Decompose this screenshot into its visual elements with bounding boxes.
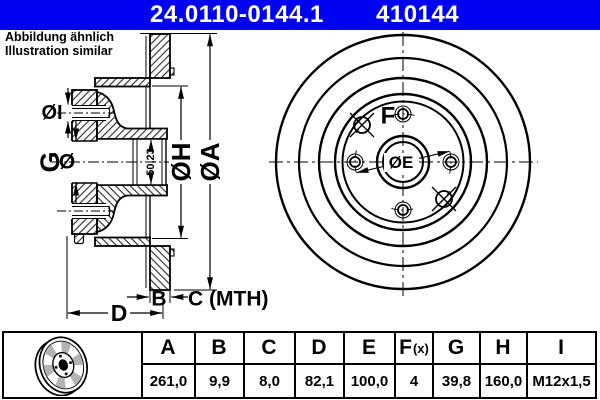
similarity-note-de: Abbildung ähnlich (5, 30, 115, 44)
label-dia-i: ØI (41, 102, 62, 124)
center-bore-outer (375, 134, 431, 190)
col-header-i: I (528, 333, 595, 363)
label-f: F (381, 103, 396, 130)
value-e: 100,0 (345, 365, 394, 397)
dimension-h: ØH (152, 85, 196, 239)
ring-notch (168, 67, 175, 76)
disc-shading (42, 341, 84, 389)
col-header-h-label: H (495, 336, 511, 359)
disc-outer-edge (274, 33, 532, 291)
label-g: G (35, 151, 65, 172)
label-dia-a: ØA (195, 142, 225, 181)
value-h: 160,0 (481, 365, 526, 397)
col-header-e: E (345, 333, 394, 363)
dimension-i: ØI (41, 88, 71, 138)
dimension-bore: 50,23 (145, 139, 157, 185)
col-header-e-label: E (361, 336, 376, 359)
technical-drawing: ØI G Ø 50,23 ØH (35, 32, 538, 326)
value-a: 261,0 (143, 365, 194, 397)
reference-number: 410144 (376, 1, 460, 28)
catalog-number: 24.0110-0144.1 (150, 1, 324, 28)
col-header-f: F(x) (396, 333, 432, 363)
col-header-g-label: G (447, 336, 465, 359)
drum-outer-edge (317, 76, 489, 248)
hub-flange-chamfer (341, 100, 465, 224)
col-header-a: A (143, 333, 194, 363)
center-bore-inner (382, 141, 424, 183)
friction-ring (149, 33, 171, 79)
label-d: D (111, 300, 128, 326)
section-view: ØI G Ø 50,23 ØH (35, 33, 268, 326)
col-header-f-sub: (x) (412, 340, 429, 356)
value-d: 82,1 (296, 365, 343, 397)
brake-disc-icon-cell (4, 333, 141, 397)
col-header-g: G (434, 333, 479, 363)
bolt-circle-arcs (354, 113, 452, 211)
col-header-a-label: A (160, 336, 176, 359)
col-header-c: C (245, 333, 294, 363)
dimensions-table: A B C D E F(x) G H I 261,0 9,9 8,0 82,1 … (2, 331, 597, 399)
label-dia-h: ØH (166, 143, 196, 182)
label-c-mth: C (MTH) (188, 288, 268, 311)
dimension-e: ØE (356, 150, 450, 174)
drum-wall (94, 77, 151, 88)
brake-disc-icon (34, 336, 88, 396)
label-dia-e: ØE (389, 153, 414, 172)
value-b: 9,9 (196, 365, 243, 397)
front-view: ØE F (269, 32, 538, 296)
value-g: 39,8 (434, 365, 479, 397)
value-i: M12x1,5 (528, 365, 595, 397)
col-header-i-label: I (558, 336, 564, 359)
label-b: B (151, 288, 166, 311)
hub-body (96, 90, 168, 140)
flange-lug (73, 233, 85, 245)
dimension-g: G Ø (35, 121, 79, 203)
col-header-f-label: F (399, 336, 412, 359)
dimension-b: B C (MTH) (127, 288, 268, 311)
col-header-c-label: C (261, 336, 277, 359)
similarity-note: Abbildung ähnlich Illustration similar (5, 30, 115, 58)
col-header-b: B (196, 333, 243, 363)
col-header-h: H (481, 333, 526, 363)
dimension-d: D (66, 236, 164, 326)
col-header-b-label: B (211, 336, 227, 359)
locating-holes (349, 112, 457, 212)
col-header-d-label: D (311, 336, 327, 359)
label-bore-dim: 50,23 (145, 148, 157, 176)
dimension-a: ØA (140, 33, 225, 291)
value-c: 8,0 (245, 365, 294, 397)
hub-flange-edge (333, 92, 473, 232)
label-g-diameter-symbol: Ø (59, 151, 75, 174)
header-bar: 24.0110-0144.1 410144 (0, 0, 600, 30)
value-f: 4 (396, 365, 432, 397)
friction-surface-inner-edge (297, 56, 509, 268)
similarity-note-en: Illustration similar (5, 43, 113, 58)
col-header-d: D (296, 333, 343, 363)
